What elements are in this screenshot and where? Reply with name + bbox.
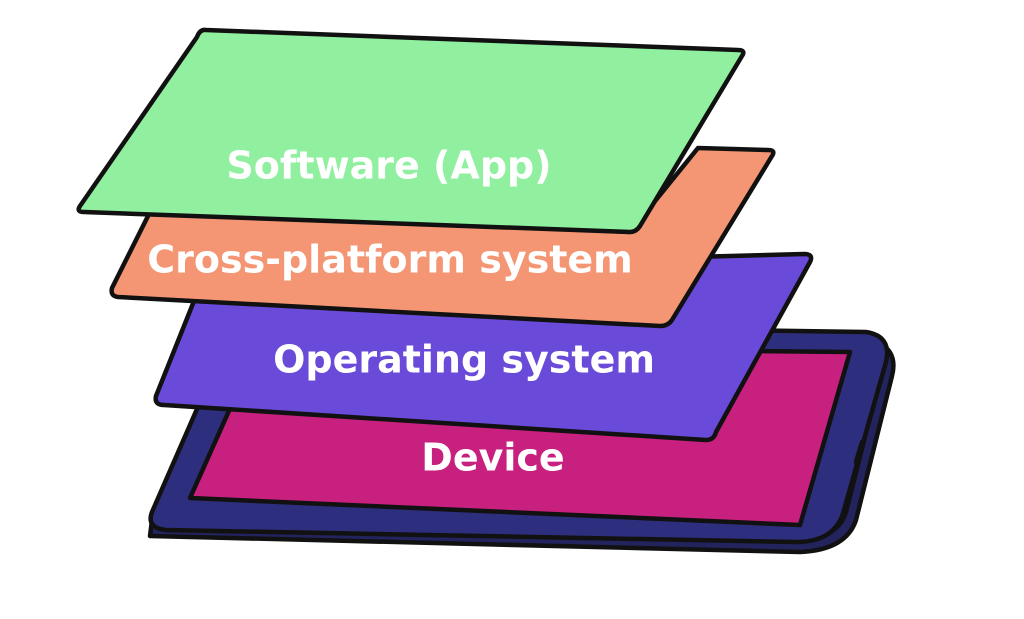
cross-platform-label: Cross-platform system xyxy=(147,238,633,282)
software-app-layer: Software (App) xyxy=(76,27,746,235)
software-app-label: Software (App) xyxy=(226,144,551,188)
device-label: Device xyxy=(421,436,564,480)
operating-system-label: Operating system xyxy=(273,338,655,382)
software-app-sheet xyxy=(76,27,746,235)
device-side-button xyxy=(853,439,865,465)
